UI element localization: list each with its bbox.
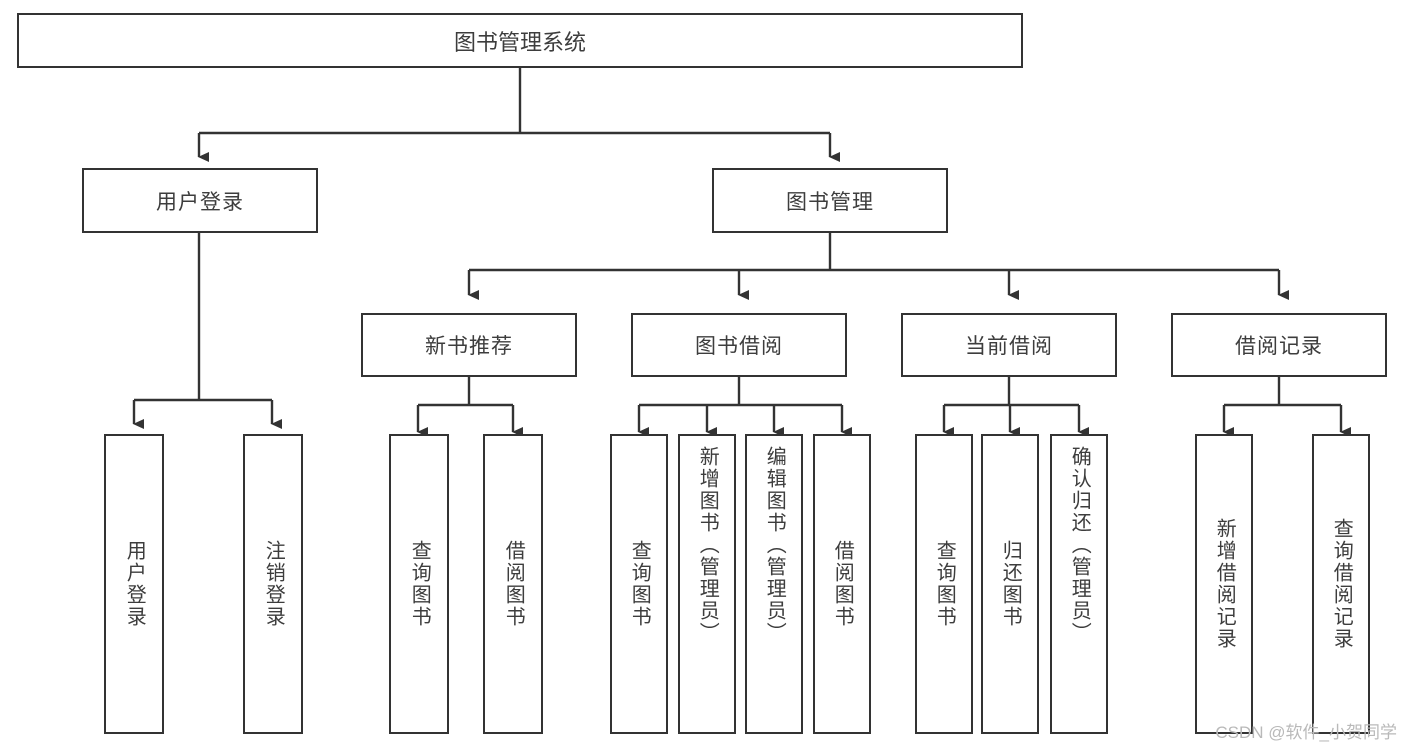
node-root-label: 图书管理系统 xyxy=(453,29,586,55)
leaf-label: 查询借阅记录 xyxy=(1330,518,1353,650)
leaf-current-confirm-return[interactable]: 确认归还（管理员） xyxy=(1050,434,1108,734)
leaf-borrow-add-book[interactable]: 新增图书（管理员） xyxy=(678,434,736,734)
leaf-current-query-book[interactable]: 查询图书 xyxy=(915,434,973,734)
leaf-label: 编辑图书（管理员） xyxy=(763,446,786,644)
leaf-borrow-query-book[interactable]: 查询图书 xyxy=(610,434,668,734)
leaf-label: 新增图书（管理员） xyxy=(696,446,719,644)
node-borrow-record[interactable]: 借阅记录 xyxy=(1171,313,1387,377)
leaf-borrow-borrow-book[interactable]: 借阅图书 xyxy=(813,434,871,734)
watermark: CSDN @软件_小贺同学 xyxy=(1215,723,1397,742)
node-book-management[interactable]: 图书管理 xyxy=(712,168,948,233)
leaf-borrow-edit-book[interactable]: 编辑图书（管理员） xyxy=(745,434,803,734)
leaf-label: 借阅图书 xyxy=(831,540,854,628)
node-root[interactable]: 图书管理系统 xyxy=(17,13,1023,68)
leaf-label: 借阅图书 xyxy=(502,540,525,628)
node-current-borrow-label: 当前借阅 xyxy=(965,335,1053,358)
leaf-record-query-record[interactable]: 查询借阅记录 xyxy=(1312,434,1370,734)
leaf-new-book-query[interactable]: 查询图书 xyxy=(389,434,449,734)
leaf-label: 确认归还（管理员） xyxy=(1068,446,1091,644)
leaf-label: 查询图书 xyxy=(628,540,651,628)
leaf-user-login-logout[interactable]: 注销登录 xyxy=(243,434,303,734)
leaf-label: 用户登录 xyxy=(123,540,146,628)
node-book-borrow[interactable]: 图书借阅 xyxy=(631,313,847,377)
node-borrow-record-label: 借阅记录 xyxy=(1235,335,1323,358)
leaf-label: 注销登录 xyxy=(262,540,285,628)
node-new-book-recommend[interactable]: 新书推荐 xyxy=(361,313,577,377)
leaf-current-return-book[interactable]: 归还图书 xyxy=(981,434,1039,734)
node-current-borrow[interactable]: 当前借阅 xyxy=(901,313,1117,377)
leaf-record-add-record[interactable]: 新增借阅记录 xyxy=(1195,434,1253,734)
leaf-label: 查询图书 xyxy=(408,540,431,628)
node-user-login-label: 用户登录 xyxy=(156,190,244,214)
leaf-new-book-borrow[interactable]: 借阅图书 xyxy=(483,434,543,734)
leaf-user-login-login[interactable]: 用户登录 xyxy=(104,434,164,734)
leaf-label: 新增借阅记录 xyxy=(1213,518,1236,650)
node-new-book-recommend-label: 新书推荐 xyxy=(425,335,513,358)
node-user-login[interactable]: 用户登录 xyxy=(82,168,318,233)
node-book-management-label: 图书管理 xyxy=(786,190,874,214)
leaf-label: 归还图书 xyxy=(999,540,1022,628)
leaf-label: 查询图书 xyxy=(933,540,956,628)
node-book-borrow-label: 图书借阅 xyxy=(695,335,783,358)
